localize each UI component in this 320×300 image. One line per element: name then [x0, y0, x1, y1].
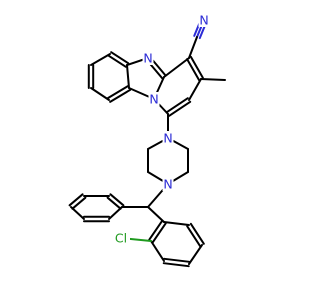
- atom-label-background: [162, 177, 174, 191]
- atom-label-background: [148, 92, 160, 106]
- atom-label-n-nitrile: N: [199, 13, 208, 28]
- bond-Bz1-Bz2: [90, 53, 111, 66]
- atom-label-background: [112, 231, 130, 245]
- bond-C3-Me: [200, 78, 226, 81]
- bond-C4a-C4: [163, 57, 190, 78]
- atom-label-background: [162, 131, 174, 145]
- bond-Ar5-Ar6-2: [186, 225, 202, 248]
- bond-Ph1-Ph2-2: [106, 196, 122, 210]
- bond-Ar3-Ar4: [162, 262, 190, 268]
- bond-C3-C2: [188, 78, 202, 101]
- atom-label-background: [142, 51, 154, 65]
- bond-C4-C3-2: [189, 55, 204, 79]
- bond-Ar6-Ar1: [163, 221, 190, 226]
- bond-Ar3-Ar4-2: [163, 257, 191, 263]
- bond-Ph3-Ph4: [68, 193, 84, 207]
- atom-label-n-bridge: N: [149, 92, 158, 107]
- bond-CH-Ar1: [147, 206, 165, 223]
- bond-C9a-Bz1: [110, 51, 130, 65]
- atom-label-n-imidazole: N: [143, 51, 152, 66]
- bond-C4-C3: [186, 58, 201, 82]
- bond-C2-C1-2: [168, 100, 192, 117]
- bond-C9a-C5a: [126, 64, 130, 89]
- atom-label-background: [198, 13, 210, 27]
- bond-Ph4-Ph5: [70, 206, 85, 220]
- atom-label-n-pip-top: N: [163, 131, 172, 146]
- bond-Ar4-Ar5: [188, 244, 203, 265]
- bond-Bz4-C5a: [109, 88, 132, 103]
- molecule-structure-diagram: N N N N N Cl: [68, 13, 226, 268]
- bond-Ar1-Ar2-2: [151, 222, 167, 244]
- bond-Ph1-Ph2: [109, 193, 125, 207]
- bond-Ph6-Ph1: [108, 206, 123, 220]
- bond-Cn-C4: [188, 36, 198, 59]
- bond-C2-C1: [165, 97, 189, 114]
- bond-Bz4-C5a-2: [106, 85, 129, 100]
- bond-Bz3-Bz4: [90, 87, 110, 101]
- atom-label-n-pip-bottom: N: [163, 177, 172, 192]
- bond-Ar2-Ar3: [150, 240, 165, 262]
- bond-Ph3-Ph4-2: [71, 196, 87, 210]
- bond-Ar5-Ar6: [189, 222, 205, 245]
- bond-Ar1-Ar2: [148, 219, 164, 241]
- atom-label-cl: Cl: [115, 231, 127, 246]
- atom-label-layer: N N N N N Cl: [112, 13, 210, 246]
- bond-C9a-Bz1-2: [107, 54, 127, 68]
